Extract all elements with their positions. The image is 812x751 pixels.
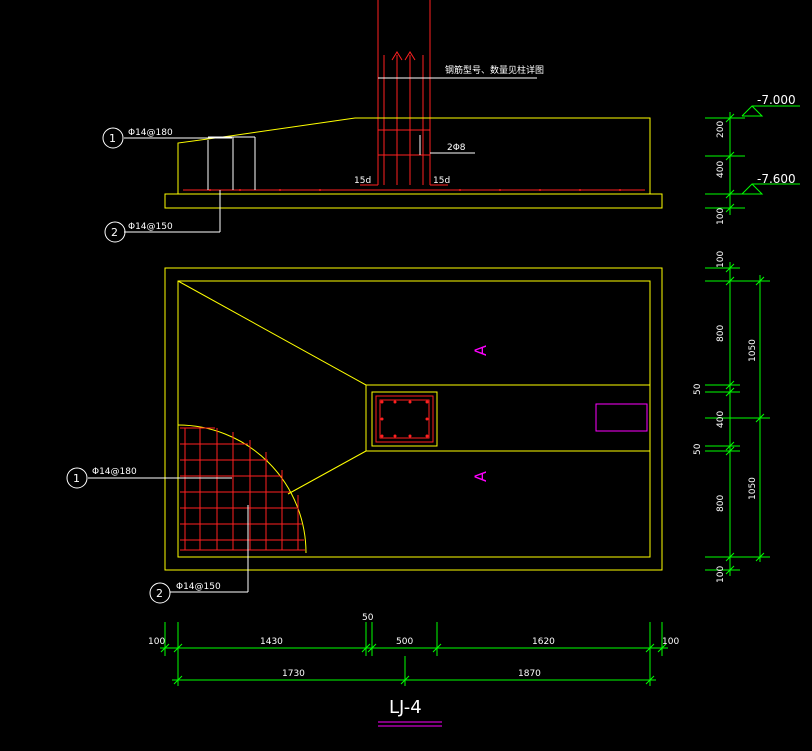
bottom-rebar-section	[183, 184, 645, 191]
section-mark-top: A	[471, 345, 490, 356]
section-mark-bottom: A	[471, 471, 490, 482]
marker-circle-2	[149, 582, 171, 604]
marker-1-text: 1	[109, 132, 116, 145]
tick	[725, 189, 735, 199]
dim-50-bottom: 50	[693, 443, 703, 455]
rebar1-label: Φ14@180	[128, 128, 173, 138]
column-stirrup-inner	[379, 399, 430, 439]
dim-100: 100	[716, 208, 726, 225]
plan-leaders	[66, 467, 249, 604]
dim-50-top: 50	[693, 383, 703, 395]
anchor-label-left: 15d	[354, 176, 371, 186]
plan-bottom-dims	[160, 622, 668, 686]
marker-circle-1	[66, 467, 88, 489]
section-leaders	[102, 127, 475, 243]
marker-circle-2	[104, 221, 126, 243]
dim-1050-bottom: 1050	[748, 477, 758, 500]
column-rebar	[377, 0, 431, 185]
drawing-title: LJ-4	[389, 697, 422, 718]
column-plan-rebar	[375, 395, 434, 443]
elev-top-text: -7.000	[757, 93, 796, 107]
dim-400: 400	[716, 161, 726, 178]
plan-view: A A 1 2 Φ14@180 Φ14@150	[66, 251, 770, 686]
footing-base	[164, 193, 663, 209]
slope-line	[287, 450, 367, 495]
dim-1430: 1430	[260, 637, 283, 647]
dim-800-top: 800	[716, 325, 726, 342]
footing-outer	[164, 267, 663, 571]
column-outline	[371, 391, 438, 447]
section-view: 钢筋型号、数量见柱详图 15d 15d	[102, 0, 800, 243]
marker-2-text: 2	[111, 226, 118, 239]
slope-line	[177, 280, 367, 386]
rebar-dots	[209, 189, 621, 191]
dim-100-left: 100	[148, 637, 165, 647]
marker-2-text: 2	[156, 587, 163, 600]
footing-plan-outline	[164, 267, 663, 571]
elev-triangle-bottom	[742, 183, 764, 195]
dim-100-right: 100	[662, 637, 679, 647]
tick	[725, 203, 735, 213]
marker-circle-1	[102, 127, 124, 149]
dim-50: 50	[362, 613, 374, 623]
tick	[725, 113, 735, 123]
footing-inner	[177, 280, 651, 558]
marker-1-text: 1	[73, 472, 80, 485]
footing-top-profile	[177, 117, 651, 194]
dim-1620: 1620	[532, 637, 555, 647]
tick	[725, 151, 735, 161]
column-bars	[380, 400, 429, 438]
opening-outline	[595, 403, 648, 432]
elev-bottom-text: -7.600	[757, 172, 796, 186]
dim-1870: 1870	[518, 669, 541, 679]
tie-label: 2Φ8	[447, 143, 466, 153]
anchor-label-right: 15d	[433, 176, 450, 186]
elev-mark-top	[741, 105, 800, 117]
rebar-mesh	[180, 427, 305, 551]
column-break	[391, 51, 403, 61]
rebar2-label: Φ14@150	[128, 222, 173, 232]
dim-100-bottom: 100	[716, 566, 726, 583]
dim-1050-top: 1050	[748, 339, 758, 362]
rebar2-label: Φ14@150	[176, 582, 221, 592]
dim-800-bottom: 800	[716, 495, 726, 512]
dim-100-top: 100	[716, 251, 726, 268]
column-note: 钢筋型号、数量见柱详图	[445, 64, 544, 76]
section-right-dims	[705, 105, 800, 215]
plan-right-dims	[705, 262, 770, 576]
dim-400: 400	[716, 411, 726, 428]
elev-triangle-top	[742, 105, 764, 117]
column-stirrup	[375, 395, 434, 443]
dim-500: 500	[396, 637, 413, 647]
column-break	[404, 51, 416, 61]
rebar1-label: Φ14@180	[92, 467, 137, 477]
dim-1730: 1730	[282, 669, 305, 679]
dim-200: 200	[716, 121, 726, 138]
footing-section-outline	[164, 117, 663, 209]
